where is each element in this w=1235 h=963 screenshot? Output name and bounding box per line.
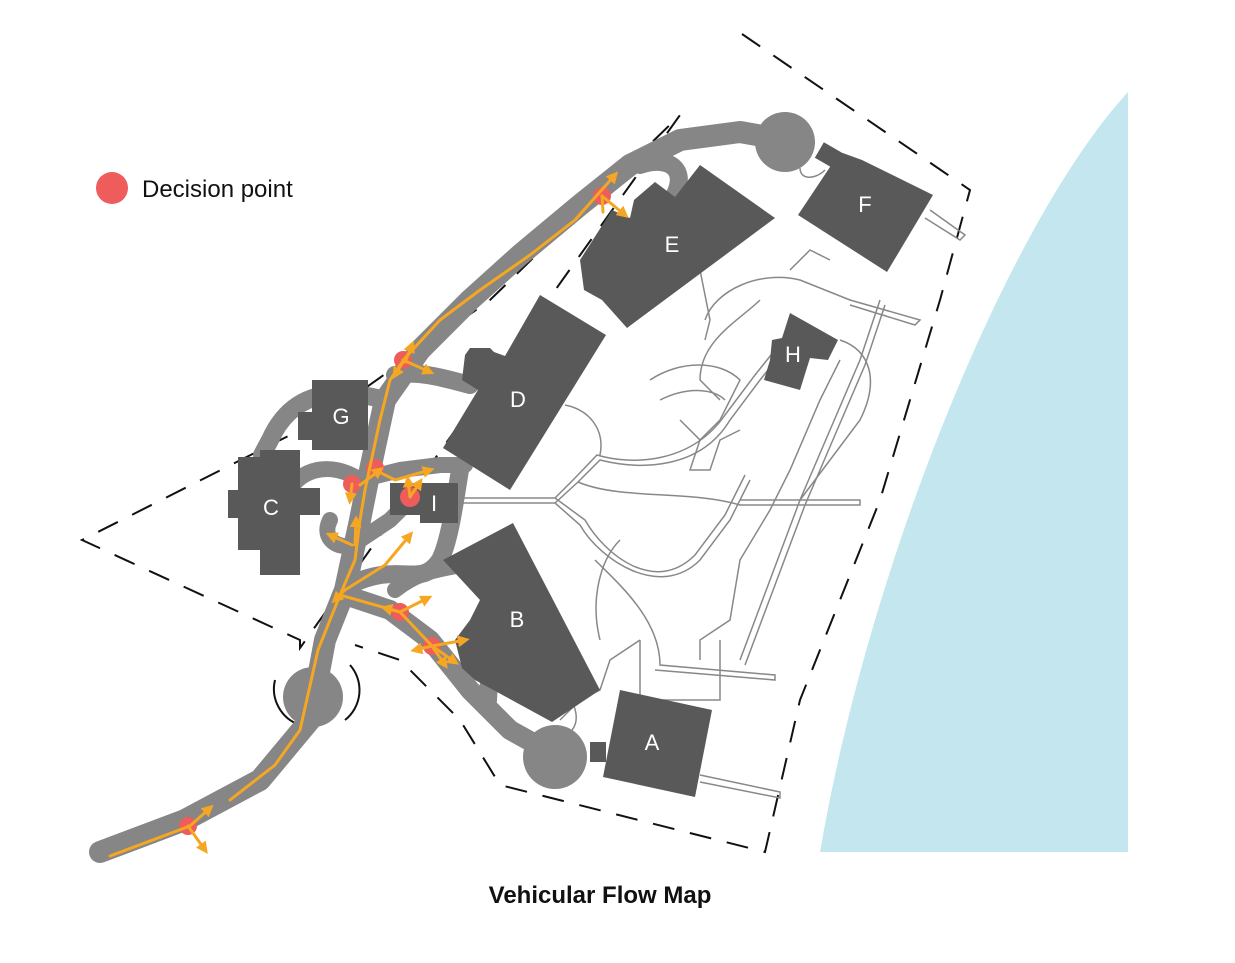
legend-decision-point-label: Decision point [142, 176, 293, 203]
flow-line-e-stub [600, 194, 605, 214]
flow-line-to-c [325, 532, 354, 547]
building-g [298, 380, 368, 450]
flow-line-main-in [108, 804, 214, 858]
legend: Decision point [96, 172, 293, 204]
vehicular-flow [108, 171, 629, 858]
building-label-g: G [332, 404, 349, 429]
roundabout-west [283, 667, 343, 727]
map-title: Vehicular Flow Map [489, 882, 712, 909]
building-f-annex [814, 142, 842, 168]
building-h [764, 313, 838, 390]
flow-line-b-right [430, 635, 470, 648]
roundabout-north [755, 112, 815, 172]
flow-line-main [228, 171, 619, 802]
flow-line-sw-branch [343, 531, 414, 592]
flow-line-branch [186, 824, 208, 854]
flow-line-b-down [430, 644, 448, 669]
building-a [603, 690, 712, 797]
building-a-annex [590, 742, 606, 762]
flow-line-i-right [408, 478, 423, 499]
building-label-a: A [645, 730, 660, 755]
building-label-b: B [510, 607, 525, 632]
flow-line-b-back [410, 642, 434, 655]
flow-line-up [349, 515, 362, 547]
flow-line-b-in [380, 604, 402, 616]
flow-line-b [338, 593, 459, 665]
roundabout-north-connector [799, 167, 826, 178]
buildings [228, 142, 933, 797]
roundabout-south [523, 725, 587, 789]
building-d [443, 295, 606, 490]
water-area [820, 92, 1128, 852]
building-label-d: D [510, 387, 526, 412]
legend-decision-point-icon [96, 172, 128, 204]
flow-line-c-side [331, 588, 347, 604]
building-c [228, 450, 320, 575]
flow-line-to-d [401, 358, 435, 375]
flow-line-c-loop [344, 482, 357, 505]
building-label-e: E [665, 232, 680, 257]
building-label-h: H [785, 342, 801, 367]
flow-line-d-back [392, 360, 405, 380]
building-f [798, 152, 933, 272]
building-label-c: C [263, 495, 279, 520]
building-label-f: F [858, 192, 871, 217]
flow-line-i-drop [402, 475, 415, 499]
flow-line-b-up [398, 595, 433, 614]
building-label-i: I [431, 491, 437, 516]
flow-line-c-up [358, 467, 384, 487]
flow-line-to-e [600, 194, 629, 219]
building-e [580, 165, 775, 328]
flow-line-to-d-up [403, 340, 415, 364]
building-b [443, 523, 600, 722]
